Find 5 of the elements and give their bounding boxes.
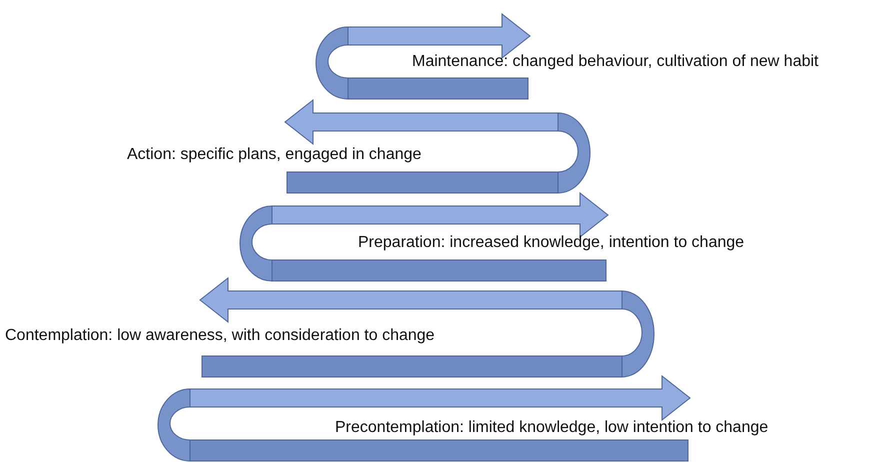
stage-label: Preparation: increased knowledge, intention to change (358, 234, 744, 252)
stage-label: Maintenance: changed behaviour, cultivation of new habit (412, 53, 818, 71)
stage-label: Contemplation: low awareness, with consideration to change (5, 327, 435, 345)
stage-label: Action: specific plans, engaged in change (127, 146, 422, 164)
stage-label: Precontemplation: limited knowledge, low intention to change (335, 419, 768, 437)
